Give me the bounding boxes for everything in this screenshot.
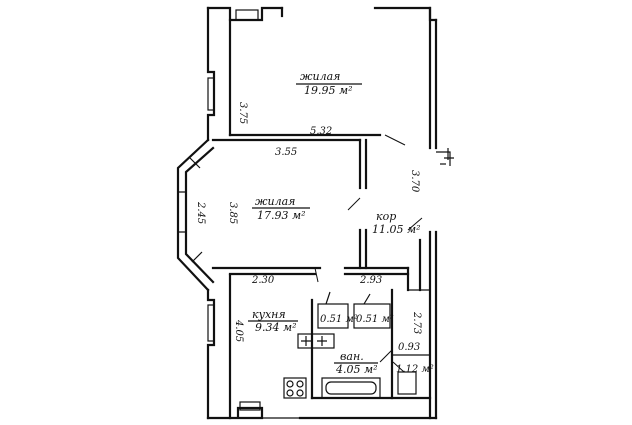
left-wall-lower — [206, 288, 216, 420]
room-area-wc: 1.12 м² — [396, 364, 434, 375]
bottom-wall-left — [206, 406, 264, 420]
dim-5-32: 5.32 — [310, 126, 332, 137]
door-kitchen — [314, 267, 319, 283]
sink — [297, 333, 335, 349]
dim-3-75: 3.75 — [237, 102, 248, 124]
room-area-closet-b: 0.51 м² — [356, 314, 394, 325]
doors — [314, 134, 423, 373]
closet-b — [353, 303, 391, 329]
door-living-mid — [347, 197, 361, 211]
dim-2-73: 2.73 — [411, 311, 422, 334]
left-wall-upper — [206, 6, 216, 142]
fixtures — [283, 333, 417, 399]
room-name-corridor: кор — [376, 210, 396, 223]
internal-walls — [211, 133, 432, 400]
room-area-bath: 4.05 м² — [335, 363, 378, 376]
top-wall-right — [373, 6, 438, 22]
room-name-living-top: жилая — [300, 70, 340, 83]
outer-walls — [176, 6, 438, 420]
room-name-bath: ван. — [340, 350, 364, 363]
room-labels: жилая 19.95 м² жилая 17.93 м² кор 11.05 … — [248, 70, 434, 376]
room-area-kitchen: 9.34 м² — [255, 321, 297, 334]
window-top-left — [235, 9, 259, 21]
dim-2-30: 2.30 — [251, 275, 275, 286]
room-area-closet-a: 0.51 м² — [320, 314, 358, 325]
room-area-living-mid: 17.93 м² — [257, 209, 306, 222]
toilet — [397, 371, 417, 395]
room-name-living-mid: жилая — [255, 195, 295, 208]
dim-2-93: 2.93 — [359, 275, 382, 286]
dim-4-05: 4.05 — [233, 319, 244, 342]
bathtub — [321, 377, 381, 399]
window-bottom — [239, 401, 261, 411]
windows — [207, 9, 261, 411]
dim-3-85: 3.85 — [227, 202, 238, 224]
door-living-top — [384, 134, 406, 146]
door-entry — [407, 217, 423, 231]
dim-2-45: 2.45 — [195, 201, 206, 224]
dimension-labels: 3.75 5.32 3.55 3.70 2.45 3.85 2.30 2.93 … — [195, 102, 422, 353]
closet-a — [317, 303, 349, 329]
dim-3-70: 3.70 — [409, 170, 420, 193]
dim-0-93: 0.93 — [398, 342, 420, 353]
riser-symbol — [436, 148, 454, 166]
room-area-corridor: 11.05 м² — [372, 223, 421, 236]
window-left-upper — [207, 77, 215, 111]
dim-3-55: 3.55 — [275, 147, 297, 158]
stove — [283, 377, 307, 399]
room-name-kitchen: кухня — [252, 308, 286, 321]
bay-window-outer — [176, 138, 210, 292]
window-left-lower — [207, 304, 215, 342]
room-area-living-top: 19.95 м² — [304, 84, 353, 97]
door-bath — [379, 349, 393, 363]
door-wc — [392, 361, 405, 373]
